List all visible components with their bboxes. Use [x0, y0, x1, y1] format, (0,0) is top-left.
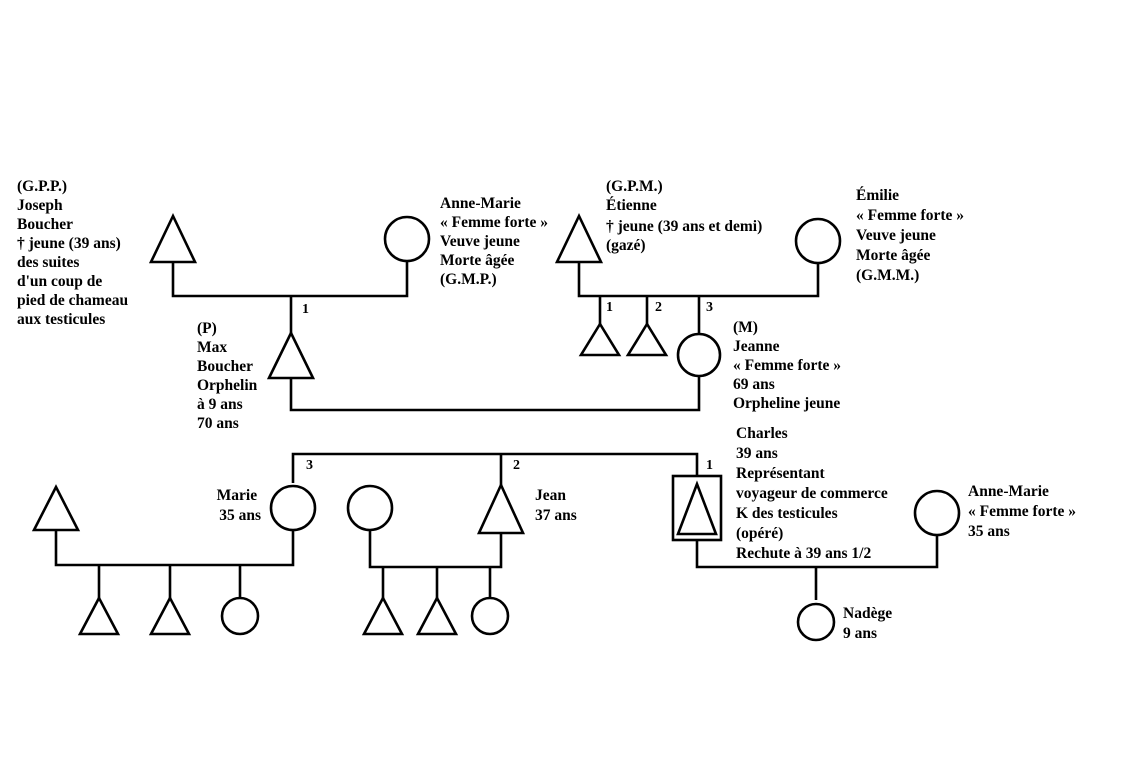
marie-child-2-male-symbol: [148, 595, 192, 636]
annemarie-wife-female-symbol: [913, 489, 961, 537]
jean-spouse-female-symbol: [346, 484, 394, 532]
label-charles: Charles 39 ans Représentant voyageur de …: [736, 425, 892, 562]
label-joseph: (G.P.P.) Joseph Boucher † jeune (39 ans)…: [17, 178, 132, 328]
label-annemarie-gmp: Anne-Marie « Femme forte » Veuve jeune M…: [440, 195, 552, 288]
marriage-line-joseph-annemarie: [171, 262, 409, 298]
label-marie: Marie 35 ans: [217, 487, 261, 524]
label-etienne: (G.P.M.) Étienne † jeune (39 ans et demi…: [606, 178, 766, 254]
relationship-lines: [54, 262, 939, 600]
etienne-child-1-male-symbol: [578, 321, 622, 357]
sibship-line: [291, 452, 699, 483]
max-male-symbol: [266, 330, 316, 380]
marie-child-3-female-symbol: [220, 596, 260, 636]
birth-order-jeanne: 3: [706, 300, 713, 315]
marriage-line-etienne-emilie: [577, 262, 820, 298]
label-jeanne: (M) Jeanne « Femme forte » 69 ans Orphel…: [733, 319, 845, 412]
etienne-child-2-male-symbol: [625, 321, 669, 357]
birth-order-marie: 3: [306, 458, 313, 473]
joseph-male-symbol: [148, 212, 198, 264]
marie-spouse-male-symbol: [31, 484, 81, 532]
jean-child-3-female-symbol: [470, 596, 510, 636]
birth-order-max: 1: [302, 302, 309, 317]
marriage-line-max-jeanne: [289, 376, 701, 412]
jean-child-2-male-symbol: [415, 595, 459, 636]
marie-female-symbol: [269, 484, 317, 532]
jean-male-symbol: [476, 481, 526, 535]
marriage-line-marie: [54, 530, 295, 567]
annemarie-gmp-female-symbol: [383, 215, 431, 263]
label-emilie: Émilie « Femme forte » Veuve jeune Morte…: [856, 187, 968, 284]
jeanne-female-symbol: [676, 332, 722, 378]
marie-child-1-male-symbol: [77, 595, 121, 636]
nadege-female-symbol: [796, 602, 836, 642]
marriage-line-jean: [368, 531, 503, 569]
label-max: (P) Max Boucher Orphelin à 9 ans 70 ans: [197, 320, 261, 432]
birth-order-jean: 2: [513, 458, 520, 473]
birth-order-charles: 1: [706, 458, 713, 473]
emilie-female-symbol: [794, 217, 842, 265]
label-annemarie-wife: Anne-Marie « Femme forte » 35 ans: [968, 483, 1080, 540]
label-jean: Jean 37 ans: [535, 487, 577, 524]
jean-child-1-male-symbol: [361, 595, 405, 636]
birth-order-etienne-child-1: 1: [606, 300, 613, 315]
etienne-male-symbol: [554, 212, 604, 264]
birth-order-etienne-child-2: 2: [655, 300, 662, 315]
charles-male-symbol: [676, 480, 718, 536]
label-nadege: Nadège 9 ans: [843, 605, 896, 642]
